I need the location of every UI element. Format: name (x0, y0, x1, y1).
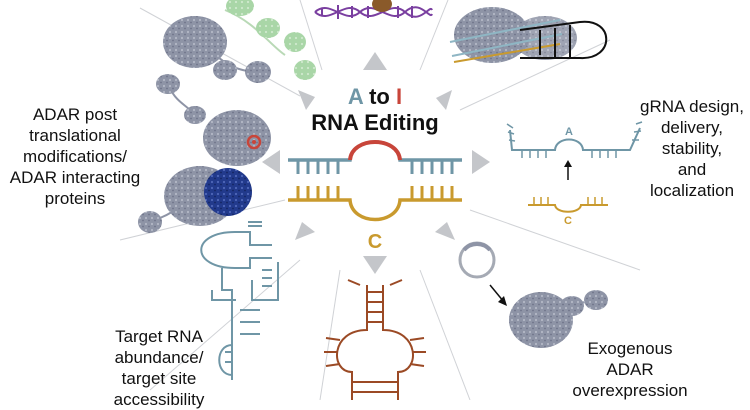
adar-protein-chain-top (163, 0, 316, 83)
label-line: ADAR interacting (9, 168, 141, 187)
label-line: localization (649, 181, 735, 200)
grna-inset: A C (506, 121, 643, 227)
label-line: gRNA design, (640, 97, 744, 116)
label-line: overexpression (572, 381, 688, 400)
label-line: Target RNA (115, 327, 203, 346)
target-rna-structure (200, 221, 279, 380)
label-line: stability, (661, 139, 723, 158)
label-line: Exogenous (587, 339, 673, 358)
label-line: translational (29, 126, 121, 145)
brown-hairpin-rna (324, 279, 426, 400)
arrow-upleft (298, 90, 315, 110)
title-i-letter: I (395, 84, 403, 109)
arrow-downleft (295, 222, 315, 240)
exogenous-adar (458, 241, 608, 348)
arrow-downright (435, 222, 455, 240)
center-title: A to I RNA Editing (300, 84, 450, 136)
arrow-left (262, 150, 280, 174)
center-duplex: C (288, 140, 462, 253)
label-line: ADAR post (32, 105, 118, 124)
label-line: ADAR (606, 360, 654, 379)
cytidine-strand (288, 198, 462, 222)
grna-c-letter: C (564, 215, 572, 227)
arrow-up (363, 52, 387, 70)
title-to-word: to (369, 84, 390, 109)
label-target-rna: Target RNA abundance/ target site access… (84, 326, 234, 410)
title-a-letter: A (347, 84, 363, 109)
label-line: abundance/ (114, 348, 204, 367)
diagram-canvas: C A (119, 0, 643, 400)
direction-arrows (262, 52, 490, 274)
label-line: delivery, (660, 118, 724, 137)
label-grna-design: gRNA design, delivery, stability, and lo… (634, 96, 750, 201)
arrow-upright (436, 90, 452, 110)
label-line: modifications/ (23, 147, 127, 166)
title-line-1: A to I (300, 84, 450, 110)
adar-dsrna-complex (449, 7, 608, 63)
arrow-down (363, 256, 387, 274)
title-line-2: RNA Editing (311, 110, 439, 135)
adenosine-strand (288, 140, 462, 162)
label-exogenous-adar: Exogenous ADAR overexpression (560, 338, 700, 401)
label-line: proteins (44, 189, 106, 208)
center-c-letter: C (368, 231, 382, 253)
dna-helix (314, 0, 433, 19)
label-line: target site (121, 369, 197, 388)
adar-ptm-proteins (138, 74, 271, 233)
grna-a-letter: A (565, 126, 573, 138)
label-adar-ptm: ADAR post translational modifications/ A… (0, 104, 150, 209)
inosine-bulge (348, 140, 402, 161)
label-line: and (677, 160, 707, 179)
arrow-right (472, 150, 490, 174)
